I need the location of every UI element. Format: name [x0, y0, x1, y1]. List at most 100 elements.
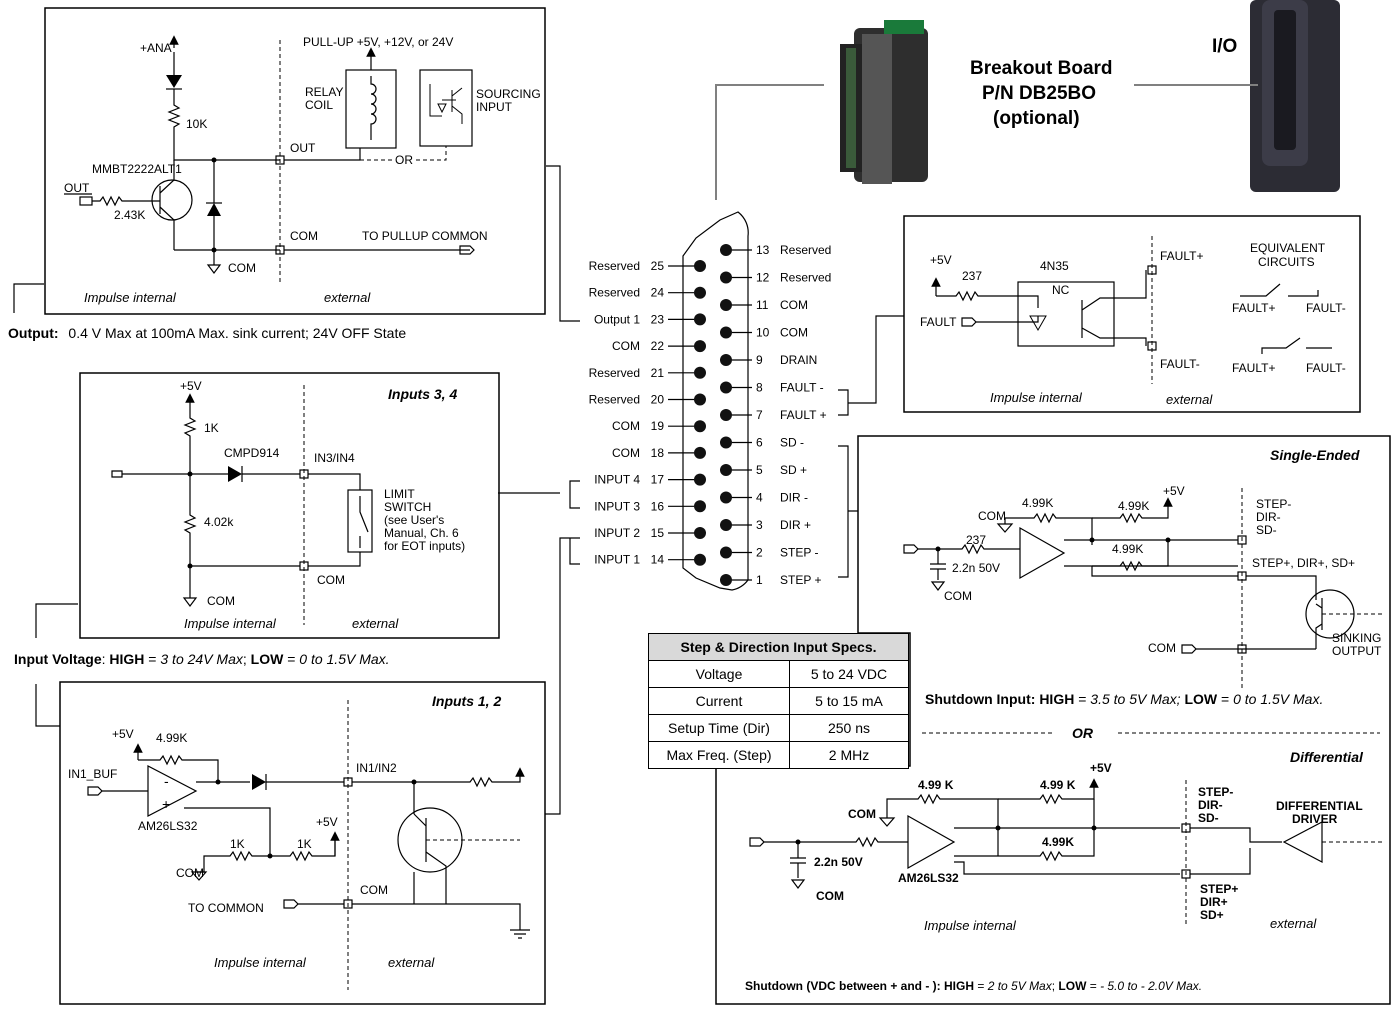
pin-number: 6: [756, 436, 763, 450]
differential-title: Differential: [1290, 749, 1364, 765]
svg-text:1K: 1K: [204, 421, 219, 435]
svg-text:(optional): (optional): [993, 108, 1080, 129]
svg-text:+5V: +5V: [112, 727, 134, 741]
svg-text:Impulse internal: Impulse internal: [924, 918, 1017, 933]
svg-text:SD+: SD+: [1200, 908, 1224, 922]
pin-number: 25: [651, 259, 665, 273]
svg-text:+5V: +5V: [930, 253, 952, 267]
svg-text:4.02k: 4.02k: [204, 515, 234, 529]
or-divider: OR: [1072, 725, 1094, 741]
svg-text:4.99 K: 4.99 K: [1040, 778, 1076, 792]
pin-number: 18: [651, 446, 665, 460]
svg-text:COM: COM: [944, 589, 972, 603]
svg-text:4.99 K: 4.99 K: [918, 778, 954, 792]
pin-number: 4: [756, 491, 763, 505]
equiv-switch-closed-icon: [1261, 337, 1332, 354]
db25-connector: [682, 211, 749, 591]
pin-contact: [694, 313, 706, 326]
base-resistor-label: 2.43K: [114, 208, 145, 222]
out-input-label: OUT: [64, 181, 90, 195]
svg-text:external: external: [1270, 916, 1317, 931]
drive-unit-image: [1250, 0, 1340, 192]
svg-text:FAULT-: FAULT-: [1306, 301, 1346, 315]
svg-text:P/N DB25BO: P/N DB25BO: [982, 83, 1096, 104]
pin-2: 2 STEP -: [720, 546, 818, 560]
svg-text:OUTPUT: OUTPUT: [1332, 644, 1382, 658]
svg-text:+5V: +5V: [180, 379, 202, 393]
svg-text:1K: 1K: [230, 837, 245, 851]
io-label: I/O: [1212, 36, 1237, 57]
svg-text:COM: COM: [317, 573, 345, 587]
pin-number: 17: [651, 473, 665, 487]
pullup-label: PULL-UP +5V, +12V, or 24V: [303, 35, 453, 49]
svg-text:SD-: SD-: [1198, 811, 1219, 825]
single-ended-title: Single-Ended: [1270, 447, 1360, 463]
pin-label: Reserved: [589, 393, 640, 407]
or-label: OR: [395, 153, 413, 167]
pin-contact: [694, 393, 706, 406]
svg-text:Impulse internal: Impulse internal: [184, 616, 277, 631]
pin-label: STEP -: [780, 546, 818, 560]
pin-number: 2: [756, 546, 763, 560]
svg-text:external: external: [388, 955, 435, 970]
svg-text:TO COMMON: TO COMMON: [188, 901, 264, 915]
spec-name: Current: [648, 687, 790, 715]
svg-text:COIL: COIL: [305, 98, 333, 112]
svg-text:2.2n 50V: 2.2n 50V: [814, 855, 863, 869]
svg-text:4.99K: 4.99K: [1022, 496, 1053, 510]
svg-text:FAULT+: FAULT+: [1160, 249, 1203, 263]
svg-text:Impulse internal: Impulse internal: [990, 390, 1083, 405]
pin-label: DRAIN: [780, 353, 817, 367]
svg-text:for EOT inputs): for EOT inputs): [384, 539, 465, 553]
pin-label: COM: [612, 339, 640, 353]
svg-text:COM: COM: [360, 883, 388, 897]
out-terminal-label: OUT: [290, 141, 316, 155]
inputs34-title: Inputs 3, 4: [388, 386, 457, 402]
svg-text:2.2n 50V: 2.2n 50V: [952, 561, 1000, 575]
svg-text:+: +: [162, 796, 170, 812]
transistor-icon: [151, 179, 193, 221]
svg-text:4.99K: 4.99K: [1118, 499, 1149, 513]
spec-name: Max Freq. (Step): [648, 741, 790, 769]
spec-value: 5 to 15 mA: [789, 687, 909, 715]
inputs12-title: Inputs 1, 2: [432, 693, 501, 709]
optocoupler-icon: [1017, 281, 1115, 347]
svg-text:COM: COM: [1148, 641, 1176, 655]
pin-contact: [694, 553, 706, 566]
pin-contact: [720, 546, 732, 559]
relay-coil-icon: [370, 76, 377, 140]
pin-number: 19: [651, 419, 665, 433]
pin-contact: [720, 519, 732, 531]
pin-contact: [694, 340, 706, 353]
svg-text:(see User's: (see User's: [384, 513, 444, 527]
pin-number: 13: [756, 243, 770, 257]
svg-text:SOURCING: SOURCING: [476, 87, 541, 101]
svg-text:FAULT+: FAULT+: [1232, 301, 1275, 315]
svg-text:237: 237: [966, 533, 986, 547]
svg-text:STEP+: STEP+: [1200, 882, 1238, 896]
svg-text:4N35: 4N35: [1040, 259, 1069, 273]
zener-diode-icon: [207, 203, 221, 216]
equiv-switch-open-icon: [1240, 283, 1319, 297]
svg-text:COM: COM: [176, 866, 204, 880]
pin-label: COM: [780, 326, 808, 340]
pin-contact: [694, 366, 706, 379]
pin-number: 21: [651, 366, 665, 380]
pin-number: 9: [756, 353, 763, 367]
svg-text:COM: COM: [816, 889, 844, 903]
pin-label: Reserved: [780, 271, 831, 285]
pin-contact: [694, 260, 706, 272]
pin-label: INPUT 2: [594, 526, 640, 540]
resistor-10k-label: 10K: [186, 117, 207, 131]
svg-text:Impulse internal: Impulse internal: [84, 290, 177, 305]
svg-text:FAULT-: FAULT-: [1160, 357, 1200, 371]
